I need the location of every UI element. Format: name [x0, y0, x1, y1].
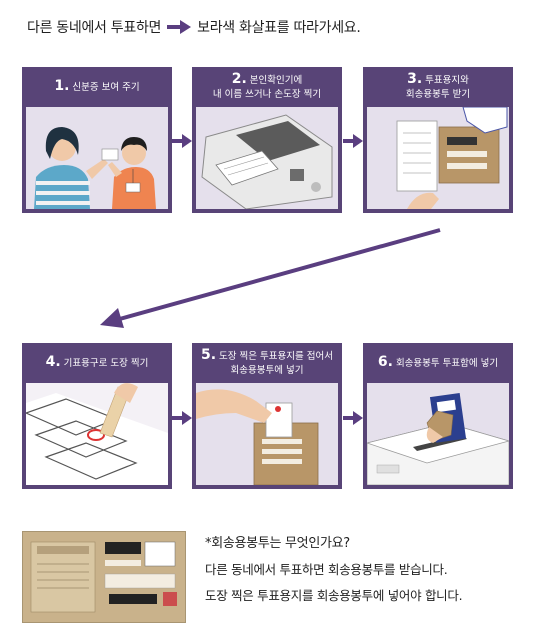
step-illustration-4	[26, 383, 168, 485]
step-text-4: 기표용구로 도장 찍기	[63, 358, 149, 369]
flow-arrow-2	[343, 133, 363, 152]
header-text-after: 보라색 화살표를 따라가세요.	[197, 20, 361, 36]
flow-arrow-1	[172, 133, 192, 152]
step-text-3b: 회송용봉투 받기	[405, 89, 471, 100]
step-illustration-1	[26, 107, 168, 209]
note-answer-2: 도장 찍은 투표용지를 회송용봉투에 넣어야 합니다.	[205, 588, 463, 603]
note-question: *회송용봉투는 무엇인가요?	[205, 536, 350, 551]
step-panel-4: 4.기표용구로 도장 찍기	[22, 343, 172, 489]
step-text-1: 신분증 보여 주기	[72, 82, 140, 93]
instruction-header: 다른 동네에서 투표하면 보라색 화살표를 따라가세요.	[27, 14, 527, 40]
step-illustration-2	[196, 107, 338, 209]
return-envelope-note: *회송용봉투는 무엇인가요? 다른 동네에서 투표하면 회송용봉투를 받습니다.…	[205, 531, 545, 609]
step-number-5: 5.	[200, 347, 217, 363]
step-illustration-6	[367, 383, 509, 485]
step-number-1: 1.	[54, 78, 70, 94]
step-text-2b: 내 이름 쓰거나 손도장 찍기	[212, 89, 322, 100]
step-panel-6: 6.회송용봉투 투표함에 넣기	[363, 343, 513, 489]
step-illustration-3	[367, 107, 509, 209]
header-text-before: 다른 동네에서 투표하면	[27, 20, 162, 36]
step-caption-2: 2.본인확인기에 내 이름 쓰거나 손도장 찍기	[192, 67, 342, 107]
step-illustration-5	[196, 383, 338, 485]
step-number-3: 3.	[407, 71, 423, 87]
step-panel-5: 5.도장 찍은 투표용지를 접어서 회송용봉투에 넣기	[192, 343, 342, 489]
purple-arrow-icon	[167, 20, 192, 34]
step-text-5b: 회송용봉투에 넣기	[230, 365, 304, 376]
step-panel-3: 3.투표용지와 회송용봉투 받기	[363, 67, 513, 213]
step-caption-4: 4.기표용구로 도장 찍기	[22, 343, 172, 383]
step-text-6: 회송용봉투 투표함에 넣기	[395, 358, 499, 369]
step-text-3a: 투표용지와	[425, 75, 469, 86]
step-panel-1: 1.신분증 보여 주기	[22, 67, 172, 213]
step-panel-2: 2.본인확인기에 내 이름 쓰거나 손도장 찍기	[192, 67, 342, 213]
step-number-6: 6.	[377, 354, 393, 370]
step-number-4: 4.	[45, 354, 61, 370]
step-caption-6: 6.회송용봉투 투표함에 넣기	[363, 343, 513, 383]
step-text-2a: 본인확인기에	[249, 75, 303, 86]
flow-arrow-diagonal	[94, 224, 446, 336]
step-caption-3: 3.투표용지와 회송용봉투 받기	[363, 67, 513, 107]
return-envelope-photo	[22, 531, 186, 623]
step-caption-5: 5.도장 찍은 투표용지를 접어서 회송용봉투에 넣기	[192, 343, 342, 383]
step-text-5a: 도장 찍은 투표용지를 접어서	[219, 351, 333, 362]
note-answer-1: 다른 동네에서 투표하면 회송용봉투를 받습니다.	[205, 562, 448, 577]
flow-arrow-4	[343, 410, 363, 429]
step-caption-1: 1.신분증 보여 주기	[22, 67, 172, 107]
flow-arrow-3	[172, 410, 192, 429]
step-number-2: 2.	[231, 71, 247, 87]
